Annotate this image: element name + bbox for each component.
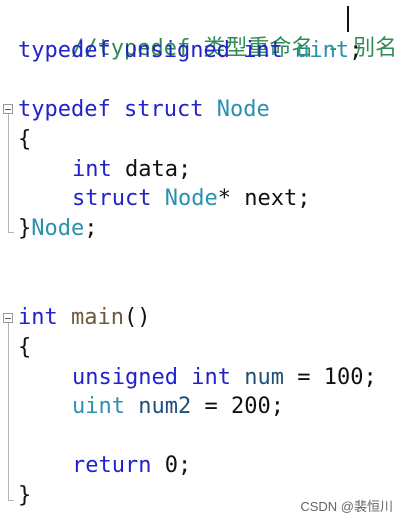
keyword: return [72, 453, 152, 478]
function-name: main [71, 305, 124, 330]
type-name: Node [216, 97, 270, 122]
code-line-comment: //typedef 类型重命名 - 别名 [18, 4, 397, 61]
brace: { [18, 335, 32, 360]
punctuation: () [123, 305, 151, 330]
fold-toggle-main[interactable] [3, 313, 13, 323]
code-line-open-brace: { [18, 125, 31, 155]
code-line-return: return 0; [72, 451, 191, 481]
fold-guide-end [8, 232, 14, 233]
code-line-num2: uint num2 = 200; [72, 392, 284, 422]
keyword: struct [72, 186, 152, 211]
variable-name: num [244, 365, 284, 390]
statement-text: = 100; [283, 365, 377, 390]
member-text: data; [111, 157, 192, 182]
brace: } [18, 216, 32, 241]
type-name: Node [31, 216, 85, 241]
fold-toggle-struct[interactable] [3, 104, 13, 114]
fold-guide-end [8, 500, 14, 501]
statement-text: = 200; [191, 394, 284, 419]
code-line-typedef-struct: typedef struct Node [18, 95, 270, 125]
member-text: * next; [217, 186, 311, 211]
fold-guide-main [8, 323, 9, 500]
watermark-text: CSDN @裴恒川 [300, 499, 393, 514]
code-line-num: unsigned int num = 100; [72, 363, 377, 393]
keyword: unsigned [72, 365, 178, 390]
code-line-close-struct: }Node; [18, 214, 97, 244]
fold-guide-struct [8, 114, 9, 232]
punctuation: ; [349, 38, 363, 63]
keyword: int [243, 38, 283, 63]
code-line-open-brace: { [18, 333, 31, 363]
code-line-close-brace: } [18, 481, 31, 511]
keyword: typedef [18, 97, 111, 122]
brace: { [18, 127, 32, 152]
statement-text: 0; [151, 453, 192, 478]
keyword: int [191, 365, 231, 390]
keyword: typedef [18, 38, 111, 63]
variable-name: num2 [138, 394, 192, 419]
punctuation: ; [84, 216, 98, 241]
keyword: int [72, 157, 112, 182]
type-name: uint [72, 394, 125, 419]
keyword: int [18, 305, 58, 330]
code-line-typedef-uint: typedef unsigned int uint; [18, 36, 362, 66]
keyword: struct [123, 97, 204, 122]
comment-text: //typedef 类型重命名 - 别名 [70, 36, 398, 61]
text-caret [347, 6, 349, 32]
type-name: Node [164, 186, 218, 211]
keyword: unsigned [123, 38, 230, 63]
type-name: uint [296, 38, 350, 63]
code-line-member-next: struct Node* next; [72, 184, 310, 214]
code-line-main: int main() [18, 303, 150, 333]
code-line-member-data: int data; [72, 155, 191, 185]
brace: } [18, 483, 32, 508]
